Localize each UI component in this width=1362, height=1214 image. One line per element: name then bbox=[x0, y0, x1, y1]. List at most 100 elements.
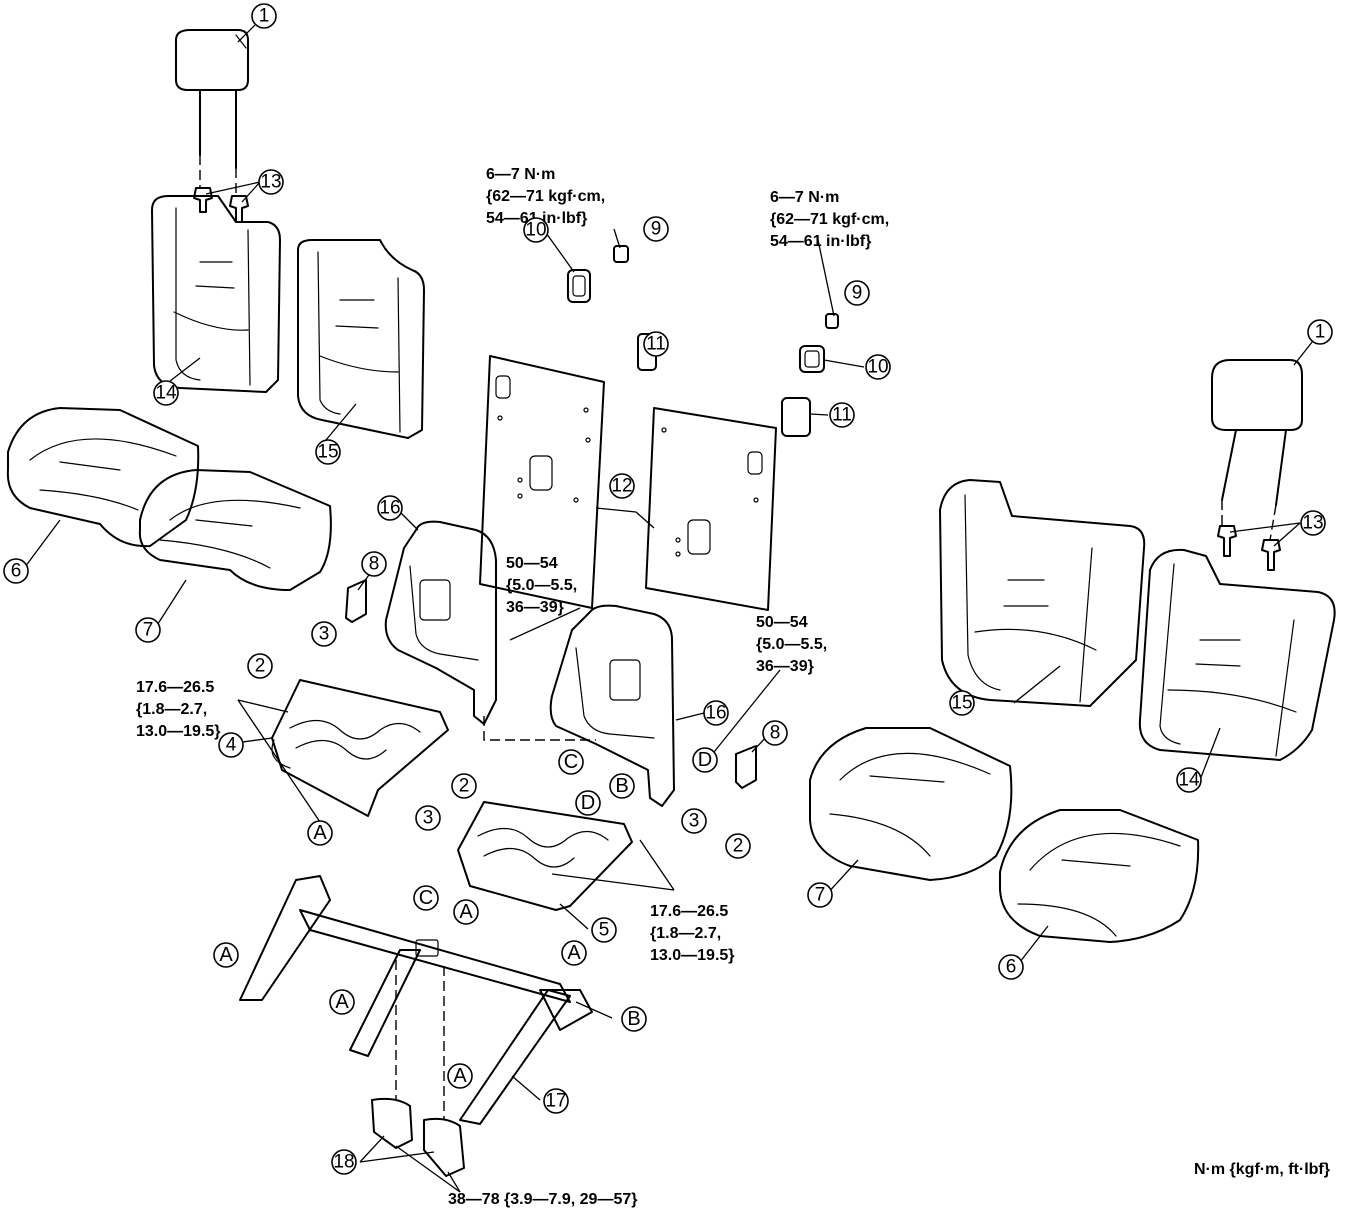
seatback-pad-right-15 bbox=[939, 479, 1146, 707]
unit-legend: N·m {kgf·m, ft·lbf} bbox=[1194, 1161, 1330, 1178]
callout-number: 10 bbox=[867, 357, 888, 378]
callout: 15 bbox=[949, 690, 975, 716]
callout: 17 bbox=[543, 1088, 569, 1114]
ref-letter-text: A bbox=[219, 944, 233, 966]
callout-number: 2 bbox=[733, 836, 744, 857]
callout-number: 15 bbox=[951, 693, 972, 714]
torque-line: {1.8—2.7, bbox=[136, 701, 207, 718]
callout-number: 10 bbox=[525, 220, 546, 241]
callout: 4 bbox=[218, 732, 244, 758]
torque-line: 6—7 N·m bbox=[770, 189, 839, 206]
callout-number: 8 bbox=[369, 554, 380, 575]
ref-letter-text: A bbox=[335, 991, 349, 1013]
cushion-left-7 bbox=[138, 469, 332, 591]
callout-number: 2 bbox=[255, 656, 266, 677]
callout-number: 15 bbox=[317, 442, 338, 463]
callout: 11 bbox=[643, 331, 669, 357]
torque-panel-left: 6—7 N·m {62—71 kgf·cm, 54—61 in·lbf} bbox=[486, 166, 610, 227]
torque-line: {62—71 kgf·cm, bbox=[486, 188, 605, 205]
cushion-frame-right-5 bbox=[457, 801, 633, 911]
callout-number: 14 bbox=[155, 383, 177, 404]
callout-number: 5 bbox=[599, 920, 610, 941]
callout: 10 bbox=[523, 217, 549, 243]
torque-line: 50—54 bbox=[756, 614, 808, 631]
headrest-right bbox=[1211, 359, 1303, 506]
callout: 11 bbox=[829, 402, 855, 428]
seatback-pad-left-15 bbox=[297, 239, 425, 439]
cushion-frame-left-4 bbox=[271, 679, 449, 817]
callout-number: 6 bbox=[11, 561, 22, 582]
callout: 8 bbox=[762, 720, 788, 746]
callout: 18 bbox=[331, 1149, 357, 1175]
torque-panel-right: 6—7 N·m {62—71 kgf·cm, 54—61 in·lbf} bbox=[770, 189, 894, 250]
torque-line: {62—71 kgf·cm, bbox=[770, 211, 889, 228]
ref-letter: B bbox=[609, 773, 635, 799]
callout: 16 bbox=[377, 495, 403, 521]
callout-number: 3 bbox=[689, 811, 700, 832]
callout-number: 2 bbox=[459, 776, 470, 797]
torque-line: {5.0—5.5, bbox=[506, 577, 577, 594]
callout-number: 8 bbox=[770, 723, 781, 744]
callout-number: 11 bbox=[832, 405, 852, 426]
callout-number: 4 bbox=[226, 735, 237, 756]
back-panel-left-12 bbox=[479, 355, 605, 609]
cushion-right-6 bbox=[999, 809, 1200, 943]
callout: 16 bbox=[703, 700, 729, 726]
callout: 1 bbox=[251, 3, 277, 29]
callout: 2 bbox=[247, 653, 273, 679]
callout-number: 17 bbox=[545, 1091, 566, 1112]
torque-line: 17.6—26.5 bbox=[650, 903, 728, 920]
callout: 14 bbox=[153, 380, 179, 406]
torque-line: 36—39} bbox=[756, 658, 814, 675]
callout: 2 bbox=[451, 773, 477, 799]
callout-number: 18 bbox=[333, 1152, 354, 1173]
callout-number: 16 bbox=[705, 703, 726, 724]
ref-letter-text: B bbox=[615, 775, 628, 797]
callout-number: 9 bbox=[651, 219, 662, 240]
callout-number: 16 bbox=[379, 498, 400, 519]
ref-letter: A bbox=[307, 820, 333, 846]
callout-number: 9 bbox=[852, 283, 863, 304]
ref-letter: A bbox=[453, 899, 479, 925]
callout: 14 bbox=[1176, 767, 1202, 793]
torque-hinge-right: 50—54 {5.0—5.5, 36—39} bbox=[756, 614, 832, 675]
callout-number: 11 bbox=[646, 334, 666, 355]
torque-line: 50—54 bbox=[506, 555, 558, 572]
ref-letter: B bbox=[621, 1006, 647, 1032]
callout: 3 bbox=[415, 805, 441, 831]
torque-line: 17.6—26.5 bbox=[136, 679, 214, 696]
callout: 13 bbox=[258, 169, 284, 195]
leg-covers-18 bbox=[371, 1097, 465, 1177]
ref-letter: C bbox=[558, 749, 584, 775]
headrest-left bbox=[175, 29, 249, 169]
fastener-lines bbox=[199, 155, 1277, 1120]
torque-line: 13.0—19.5} bbox=[650, 947, 735, 964]
torque-line: 38—78 {3.9—7.9, 29—57} bbox=[448, 1191, 637, 1208]
seatback-pad-left-14 bbox=[151, 195, 281, 393]
cushion-left-6 bbox=[6, 407, 200, 548]
ref-letter: A bbox=[233, 974, 247, 996]
callout-number: 7 bbox=[815, 885, 826, 906]
callout-number: 12 bbox=[611, 476, 632, 497]
torque-hinge-left: 50—54 {5.0—5.5, 36—39} bbox=[506, 555, 582, 616]
callout-number: 13 bbox=[260, 172, 281, 193]
callout: 1 bbox=[1307, 319, 1333, 345]
callout: 13 bbox=[1300, 510, 1326, 536]
callout-number: 1 bbox=[259, 6, 270, 27]
ref-letter-text: C bbox=[419, 887, 433, 909]
torque-line: 6—7 N·m bbox=[486, 166, 555, 183]
ref-letter-text: A bbox=[453, 1065, 467, 1087]
callout: 7 bbox=[807, 882, 833, 908]
ref-letter: A bbox=[561, 940, 587, 966]
callout: 6 bbox=[998, 954, 1024, 980]
ref-letter-text: C bbox=[564, 751, 578, 773]
torque-cushion-left: 17.6—26.5 {1.8—2.7, 13.0—19.5} bbox=[136, 679, 221, 740]
cushion-right-7 bbox=[809, 727, 1013, 881]
callout: 9 bbox=[643, 216, 669, 242]
ref-letter: C bbox=[413, 885, 439, 911]
callout: 7 bbox=[135, 617, 161, 643]
callout: 3 bbox=[311, 621, 337, 647]
callout: 9 bbox=[844, 280, 870, 306]
callout-number: 6 bbox=[1006, 957, 1017, 978]
